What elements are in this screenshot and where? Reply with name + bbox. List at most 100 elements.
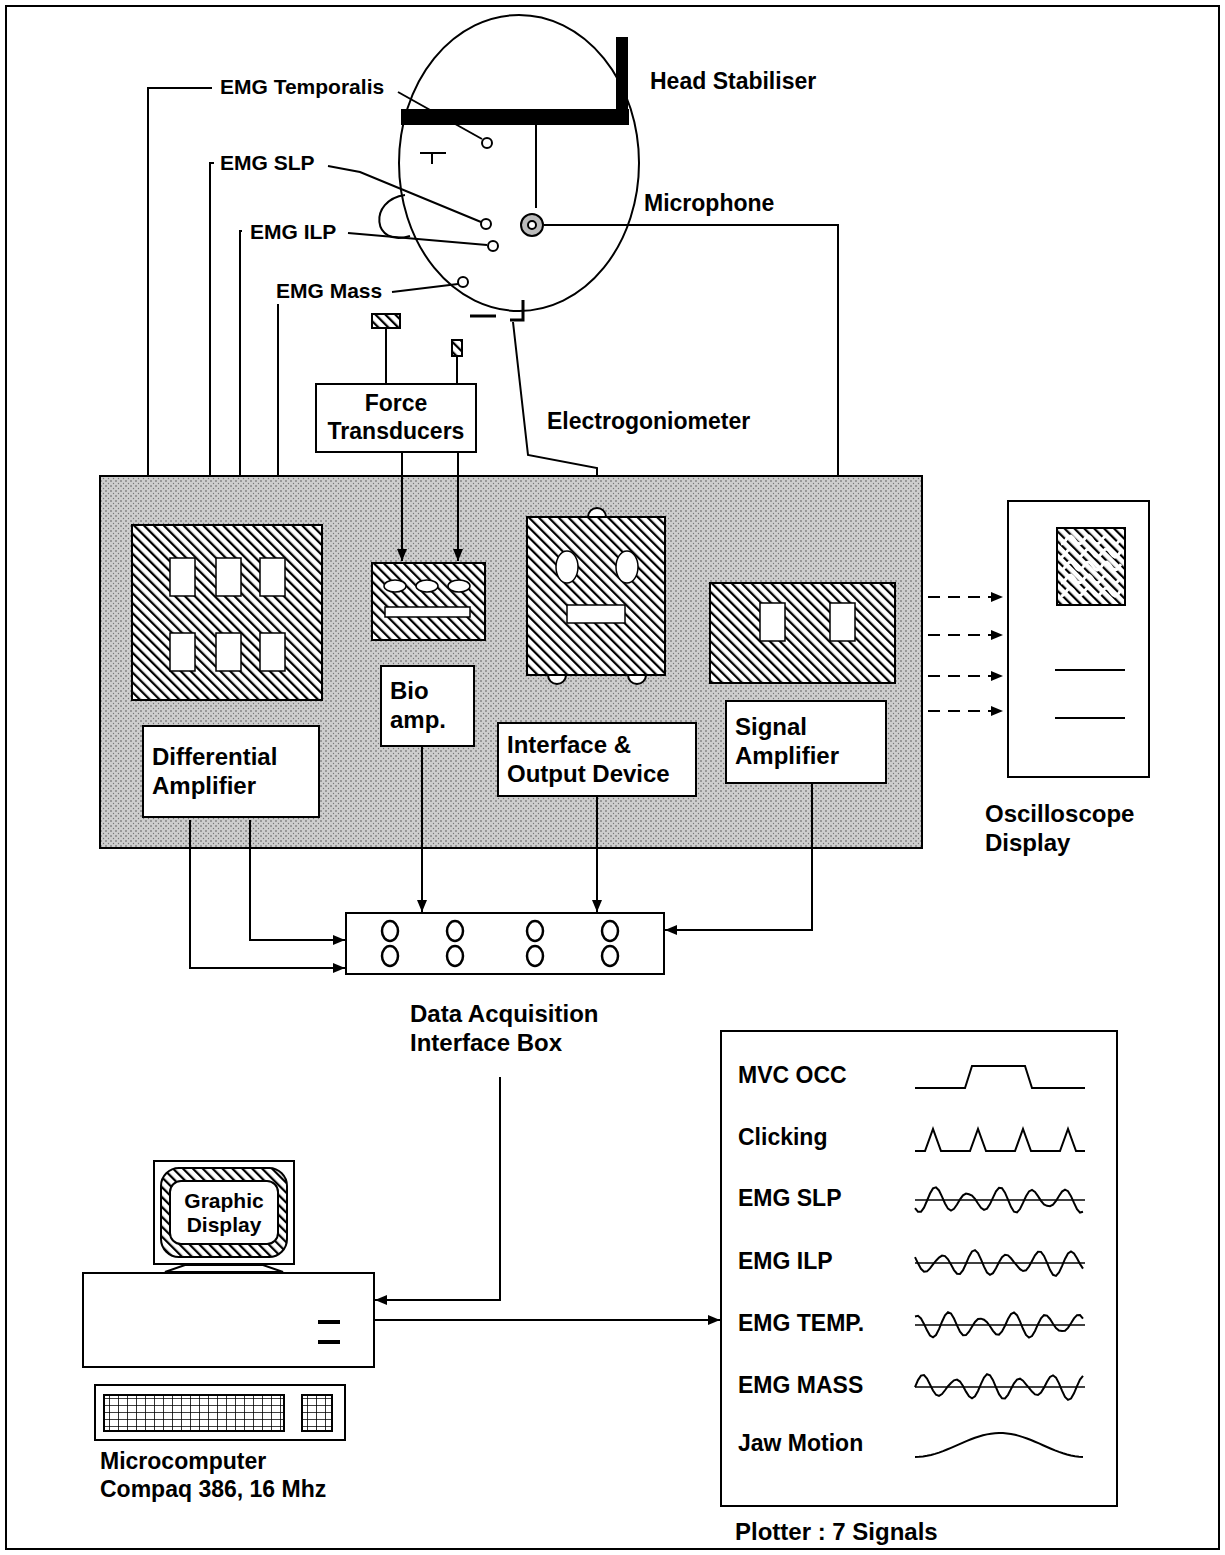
signal-name: Jaw Motion [738, 1430, 863, 1458]
keyboard-keys [104, 1395, 284, 1431]
detail-drawing [495, 505, 699, 722]
detail-drawing [985, 500, 1185, 780]
interface-caption: Data Acquisition Interface Box [410, 1000, 650, 1058]
signal-name: MVC OCC [738, 1062, 847, 1090]
panel-knob [384, 580, 406, 592]
detail-drawing [708, 581, 897, 700]
signal-name: EMG MASS [738, 1372, 863, 1400]
signal-trace [915, 1129, 1085, 1151]
trace-line [1061, 562, 1121, 570]
signal-connector [250, 820, 345, 940]
amplifier-label: Signal Amplifier [735, 713, 877, 771]
signal-connector [190, 820, 345, 968]
scope-caption: Oscilloscope Display [985, 800, 1175, 858]
scope-node: Oscilloscope Display [985, 500, 1185, 862]
computer-caption: Microcomputer Compaq 386, 16 Mhz [100, 1448, 355, 1503]
signal-connector [457, 453, 459, 561]
panel-control [760, 603, 785, 641]
signal-name: EMG TEMP. [738, 1310, 864, 1338]
trace-line [1055, 669, 1125, 671]
amplifier-label-box: Differential Amplifier [142, 725, 320, 818]
part-label: Microphone [642, 190, 776, 218]
signal-trace [915, 1187, 1083, 1212]
connector-socket [382, 946, 398, 966]
signal-trace [915, 1312, 1083, 1337]
signal-connector [596, 797, 598, 912]
inst-node: Differential Amplifier [130, 523, 324, 820]
signal-baseline [915, 1199, 1085, 1201]
panel-knob [448, 580, 470, 592]
keyboard [95, 1385, 345, 1440]
signal-trace [915, 1433, 1083, 1457]
plotter-node: Plotter : 7 Signals MVC OCC ClickingEMG SL… [720, 1030, 1118, 1550]
panel-socket [628, 675, 646, 684]
connector-socket [602, 921, 618, 941]
signal-trace [915, 1250, 1083, 1276]
panel-control [216, 558, 241, 596]
detail-drawing [130, 523, 324, 725]
plotter-caption: Plotter : 7 Signals [735, 1518, 938, 1547]
amplifier-label: Interface & Output Device [507, 731, 687, 789]
signal-trace [915, 1374, 1083, 1400]
keyboard-keys [302, 1395, 332, 1431]
equipment-panel [100, 476, 922, 848]
part-label: EMG Temporalis [218, 74, 386, 99]
inst-node: Signal Amplifier [708, 581, 897, 784]
connector-socket [447, 946, 463, 966]
part-label: Electrogoniometer [545, 408, 752, 436]
panel-control [385, 607, 470, 617]
signal-connector [421, 747, 423, 912]
amplifier-label-box: Interface & Output Device [497, 722, 697, 797]
screen-bezel [161, 1168, 287, 1257]
monitor-stand [165, 1265, 283, 1272]
connector-socket [527, 946, 543, 966]
inst-node: Bio amp. [370, 561, 487, 747]
trace-line [1055, 717, 1125, 719]
connector-socket [382, 921, 398, 941]
panel-control [170, 633, 195, 671]
connector-socket [602, 946, 618, 966]
hatched-panel [527, 517, 665, 675]
daq-node: Data Acquisition Interface Box [345, 912, 665, 1077]
panel-knob [416, 580, 438, 592]
monitor-node: Graphic Display [153, 1160, 295, 1265]
inst-node: Interface & Output Device [495, 505, 699, 797]
hatched-panel [710, 583, 895, 683]
panel-knob [556, 551, 578, 583]
signal-name: EMG SLP [738, 1185, 842, 1213]
connector-socket [447, 921, 463, 941]
signal-name: Clicking [738, 1124, 827, 1152]
head-illustration [372, 15, 639, 383]
panel-control [170, 558, 195, 596]
signal-connector [401, 453, 403, 561]
part-label: EMG Mass [274, 278, 384, 303]
hatched-panel [1057, 528, 1125, 605]
signal-connector [375, 1077, 500, 1300]
box-label: Force Transducers [325, 390, 467, 445]
drive-slot [318, 1320, 340, 1324]
amplifier-label-box: Signal Amplifier [725, 700, 887, 784]
screen-area: Graphic Display [169, 1180, 279, 1245]
detail-drawing [370, 561, 487, 665]
part-label: EMG SLP [218, 150, 317, 175]
computer-node: Microcomputer Compaq 386, 16 Mhz [82, 1272, 375, 1512]
trace-line [1061, 588, 1121, 596]
part-label: EMG ILP [248, 219, 338, 244]
panel-control [830, 603, 855, 641]
hatched-panel [132, 525, 322, 700]
panel-control [216, 633, 241, 671]
signal-name: EMG ILP [738, 1248, 833, 1276]
drive-slot [318, 1340, 340, 1344]
signal-trace [915, 1066, 1085, 1088]
panel-knob [616, 551, 638, 583]
hatched-panel [372, 563, 485, 640]
amplifier-label: Bio amp. [390, 677, 465, 735]
signal-connector [375, 1319, 720, 1321]
panel-control [567, 605, 625, 623]
part-label: Head Stabiliser [648, 68, 818, 96]
detail-drawing [82, 1272, 375, 1442]
page-frame [6, 6, 1219, 1549]
panel-control [260, 558, 285, 596]
amplifier-label-box: Bio amp. [380, 665, 475, 747]
